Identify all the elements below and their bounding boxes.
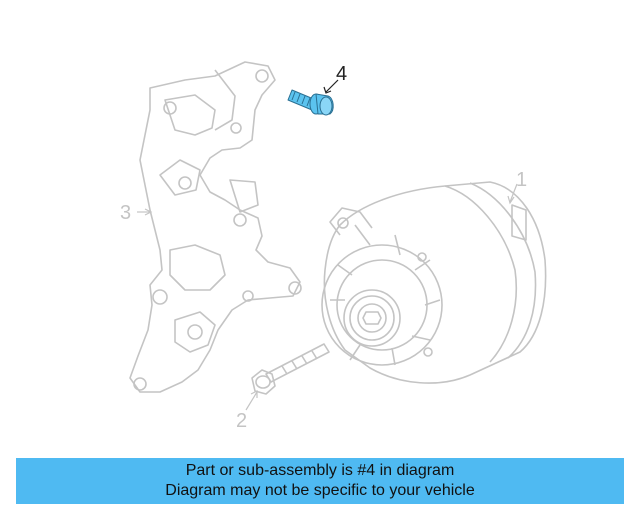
parts-diagram: 1 2 3 4 — [120, 61, 547, 432]
callout-1: 1 — [516, 169, 527, 191]
info-banner: Part or sub-assembly is #4 in diagram Di… — [16, 458, 624, 504]
long-bolt — [251, 343, 330, 395]
mounting-bracket — [129, 61, 302, 393]
banner-line-2: Diagram may not be specific to your vehi… — [165, 482, 475, 499]
flange-bolt — [287, 89, 334, 116]
callout-3: 3 — [120, 202, 131, 224]
callout-4: 4 — [336, 63, 347, 85]
alternator — [321, 181, 547, 384]
leader-lines — [137, 183, 518, 411]
callout-2: 2 — [236, 410, 247, 432]
leader-line-4 — [323, 79, 339, 94]
banner-line-1: Part or sub-assembly is #4 in diagram — [185, 462, 455, 479]
